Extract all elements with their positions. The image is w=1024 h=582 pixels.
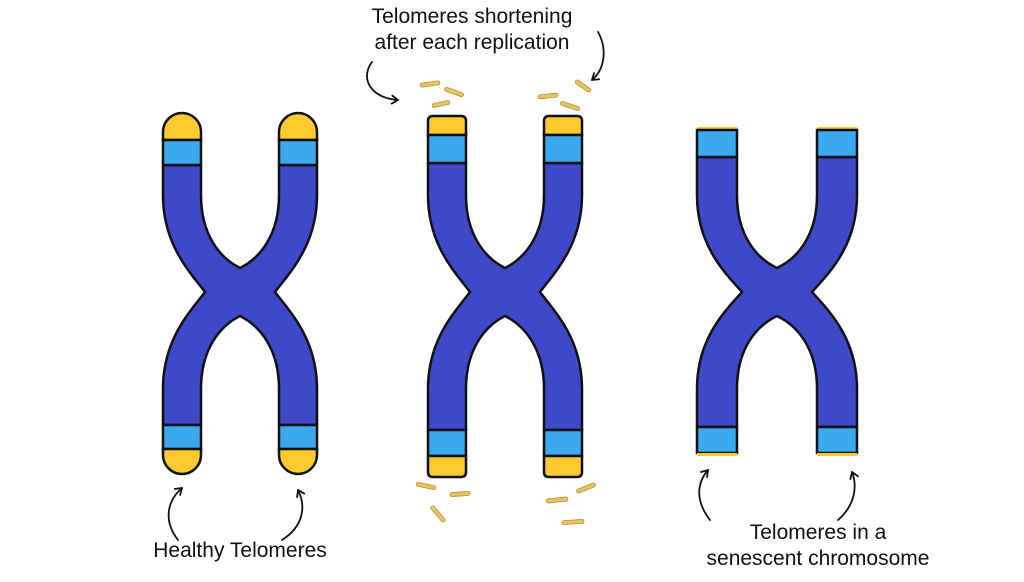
telomere-cap [426,114,468,137]
telomere-cap [426,454,468,479]
label-line: after each replication [374,31,570,54]
telomere-cap [277,447,319,476]
band [542,133,584,165]
chromosome-senescent [695,127,859,456]
telomere-fragment-icon [559,101,581,111]
telomere-cap [277,111,319,142]
band [161,138,203,167]
telomere-cap [542,454,584,479]
curved-arrow-icon [837,471,859,521]
label-healthy-telomeres: Healthy Telomeres [153,539,327,562]
curved-arrow-icon [167,487,183,541]
fragments-bottom [415,481,596,526]
label-telomeres-shortening: Telomeres shortening after each replicat… [332,4,612,56]
label-line: Telomeres in a [749,521,887,544]
curved-arrow-icon [591,31,605,81]
band [161,423,203,451]
curved-arrow-icon [366,61,399,105]
telomere-cap [817,127,857,130]
telomere-fragment-icon [561,518,585,526]
band [426,133,468,165]
band [695,425,739,455]
telomere-cap [697,453,737,456]
chromosome-healthy [161,111,319,476]
telomere-fragment-icon [537,92,559,100]
band [426,428,468,458]
label-senescent-chromosome: Telomeres in a senescent chromosome [688,520,948,572]
telomere-fragment-icon [545,496,569,504]
telomere-cap [161,111,203,142]
label-line: Telomeres shortening [371,5,573,28]
telomere-fragment-icon [574,79,592,93]
telomere-fragment-icon [430,505,446,523]
chromosome-shortening [426,114,584,479]
chromosome-body [426,161,584,432]
band [695,128,739,159]
telomere-fragment-icon [431,100,451,108]
band [815,425,859,455]
band [277,423,319,451]
fragments-top [419,79,592,111]
chromosome-body [161,163,319,427]
telomere-fragment-icon [419,80,441,88]
band [542,428,584,458]
telomere-cap [697,127,737,130]
telomere-cap [817,453,857,456]
band [815,128,859,159]
telomere-fragment-icon [576,482,596,494]
telomere-fragment-icon [415,481,437,491]
curved-arrow-icon [698,469,711,521]
label-line: senescent chromosome [706,547,930,570]
curved-arrow-icon [281,489,306,541]
telomere-fragment-icon [444,86,464,98]
telomere-cap [161,447,203,476]
telomere-fragment-icon [449,491,471,497]
telomere-cap [542,114,584,137]
chromosome-body [695,155,859,429]
band [277,138,319,167]
